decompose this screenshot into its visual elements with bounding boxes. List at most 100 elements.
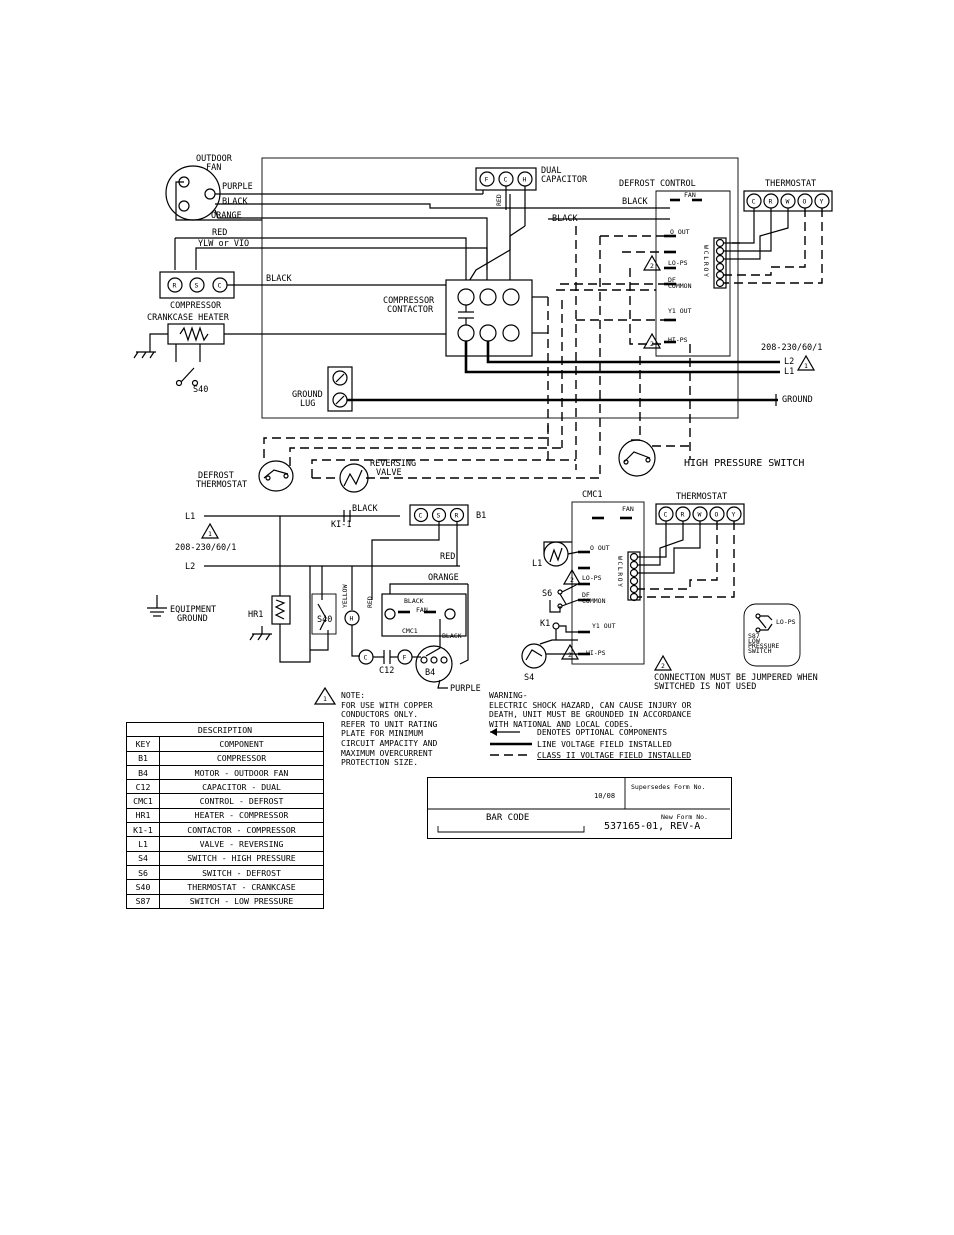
svg-text:S: S [195, 282, 199, 290]
warning-triangle-cmc-hips: 2 [560, 643, 580, 660]
df-common: DF COMMON [668, 276, 692, 290]
warning-triangle-hips: 2 [642, 332, 662, 349]
svg-text:W: W [786, 198, 790, 206]
crankcase-heater: CRANKCASE HEATER [147, 313, 230, 345]
warning-triangle-cmc-lops: 2 [562, 568, 582, 585]
svg-text:HR1: HR1 [248, 610, 263, 620]
svg-text:C: C [752, 198, 756, 206]
svg-text:O OUT: O OUT [590, 544, 610, 552]
reversing-valve-label: REVERSING VALVE [370, 459, 421, 478]
dual-capacitor-label: DUAL CAPACITOR [541, 166, 588, 185]
svg-text:YELLOW: YELLOW [341, 584, 349, 608]
warning-triangle-lops: 2 [642, 254, 662, 271]
s87-inset: LO-PS S87 LOW PRESSURE SWITCH [743, 603, 801, 667]
svg-text:BLACK: BLACK [352, 504, 378, 514]
cmc1-fan-relay: BLACK FAN CMC1 BLACK [381, 593, 467, 640]
defrost-thermostat: DEFROST THERMOSTAT [196, 460, 294, 492]
svg-text:RED: RED [366, 596, 374, 608]
svg-text:C: C [664, 511, 668, 519]
svg-text:2: 2 [650, 262, 654, 270]
svg-text:R: R [769, 198, 773, 206]
cmc1-board: CMC1 FAN O OUT LO-PS DF COMMON Y1 OUT HI… [560, 490, 645, 665]
outdoor-fan-label: OUTDOOR FAN [196, 154, 237, 173]
svg-text:C: C [364, 654, 368, 662]
svg-text:C: C [504, 176, 508, 184]
svg-text:L1: L1 [532, 559, 542, 569]
b1-compressor: C S R B1 [409, 504, 486, 526]
note-1: NOTE: FOR USE WITH COPPER CONDUCTORS ONL… [341, 691, 438, 768]
crankcase-heater-label: CRANKCASE HEATER [147, 313, 230, 323]
warning-text: WARNING- ELECTRIC SHOCK HAZARD, CAN CAUS… [489, 691, 692, 729]
ground-lug: GROUND LUG [292, 366, 353, 412]
cmc-df-common: DF COMMON [582, 591, 606, 605]
svg-text:B1: B1 [476, 511, 486, 521]
svg-text:Y1 OUT: Y1 OUT [592, 622, 616, 630]
unit-enclosure [261, 157, 739, 419]
svg-text:R: R [173, 282, 177, 290]
thermostat-top: C R W O Y THERMOSTAT [743, 179, 833, 212]
compressor-label: COMPRESSOR [170, 301, 222, 311]
svg-text:CMC1: CMC1 [582, 490, 602, 500]
svg-text:C: C [218, 282, 222, 290]
svg-text:KI-1: KI-1 [331, 520, 351, 530]
svg-text:F: F [403, 654, 407, 662]
svg-text:ORANGE: ORANGE [428, 573, 459, 583]
legend-line-text: LINE VOLTAGE FIELD INSTALLED [537, 740, 672, 749]
svg-text:WCLROY: WCLROY [702, 245, 710, 279]
svg-text:RED: RED [440, 552, 455, 562]
defrost-control: DEFROST CONTROL FAN O OUT LO-PS DF COMMO… [619, 179, 731, 357]
defrost-control-label: DEFROST CONTROL [619, 179, 696, 189]
compressor-contactor: COMPRESSOR CONTACTOR [383, 279, 533, 357]
svg-text:H: H [523, 176, 527, 184]
svg-text:F: F [485, 176, 489, 184]
ground-lug-label: GROUND LUG [292, 390, 328, 409]
svg-text:BLACK: BLACK [552, 214, 578, 224]
note-2: 2 CONNECTION MUST BE JUMPERED WHEN SWITC… [653, 654, 818, 692]
svg-text:LO-PS: LO-PS [776, 618, 796, 626]
form-number: 537165-01, REV-A [604, 821, 701, 832]
svg-text:L1: L1 [185, 512, 195, 522]
line-l2 [486, 341, 780, 364]
compressor-contactor-label: COMPRESSOR CONTACTOR [383, 296, 439, 315]
equipment-ground: EQUIPMENT GROUND [147, 595, 216, 624]
label-red: RED [212, 228, 227, 238]
svg-text:S40: S40 [193, 385, 208, 395]
defrost-thermostat-label: DEFROST THERMOSTAT [196, 471, 247, 490]
wire-fan-return [175, 181, 262, 221]
svg-text:Y1 OUT: Y1 OUT [668, 307, 692, 315]
svg-text:O: O [803, 198, 807, 206]
svg-text:RED: RED [495, 194, 503, 206]
svg-text:PURPLE: PURPLE [450, 684, 481, 694]
svg-text:HI-PS: HI-PS [586, 649, 606, 657]
svg-text:2: 2 [570, 576, 574, 584]
svg-text:S4: S4 [524, 673, 534, 683]
svg-text:L2: L2 [784, 357, 794, 367]
legend-class2-text: CLASS II VOLTAGE FIELD INSTALLED [537, 751, 692, 760]
compressor: R S C COMPRESSOR [159, 271, 235, 311]
s40-contact [175, 379, 183, 387]
svg-text:Y: Y [732, 511, 736, 519]
svg-text:S6: S6 [542, 589, 552, 599]
title-block: Supersedes Form No. 10/08 New Form No. B… [427, 777, 732, 839]
label-black: BLACK [222, 197, 248, 207]
svg-text:CMC1: CMC1 [402, 627, 418, 635]
bar-code: BAR CODE [486, 813, 530, 823]
svg-text:1: 1 [323, 695, 327, 703]
reversing-valve: REVERSING VALVE [339, 459, 421, 493]
high-pressure-switch: HIGH PRESSURE SWITCH [618, 439, 804, 477]
svg-text:GROUND: GROUND [782, 395, 813, 405]
svg-text:BLACK: BLACK [404, 597, 424, 605]
svg-text:FAN: FAN [416, 606, 428, 614]
supply-voltage: 208-230/60/1 [761, 343, 822, 353]
warning-triangle-note1: 1 [313, 686, 337, 705]
legend-optional-text: DENOTES OPTIONAL COMPONENTS [537, 728, 668, 737]
svg-text:208-230/60/1: 208-230/60/1 [175, 543, 236, 553]
cmc-s4-switch: S4 [521, 643, 547, 683]
